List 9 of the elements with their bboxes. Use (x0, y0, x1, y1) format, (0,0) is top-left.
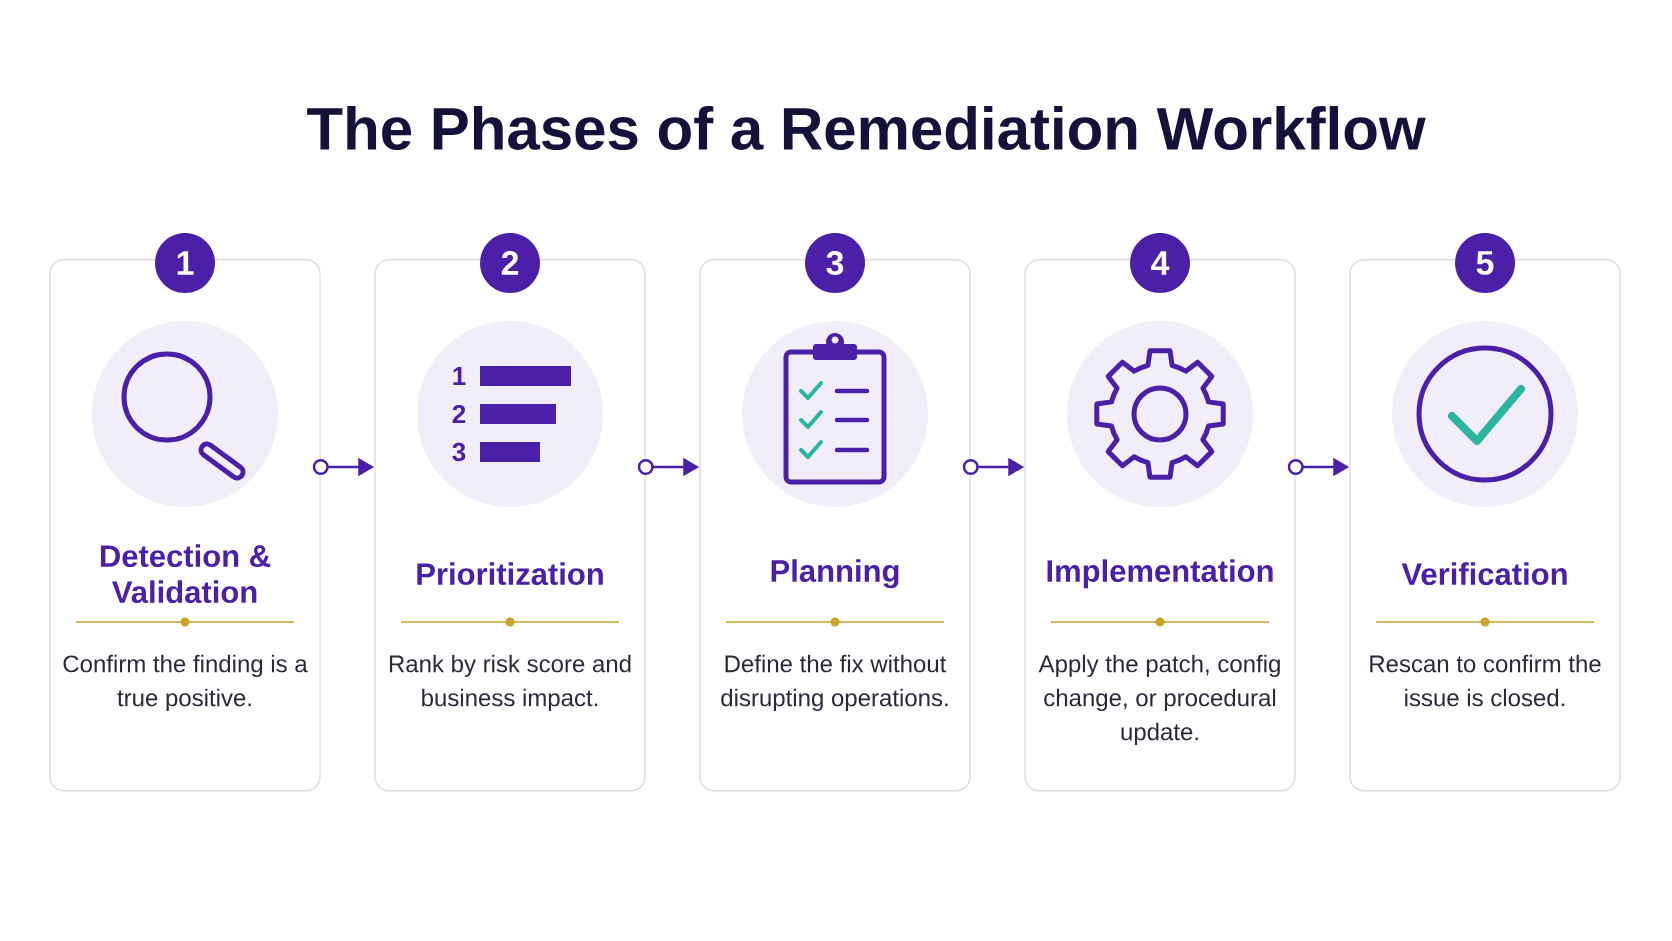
title: The Phases of a Remediation Workflow (307, 105, 1426, 150)
step-number-badge: 4 (1130, 233, 1190, 293)
list-number: 2 (452, 404, 466, 424)
step-number-badge: 1 (155, 233, 215, 293)
list-number: 1 (453, 367, 466, 385)
list-number: 3 (452, 442, 466, 462)
step-number-badge: 3 (805, 233, 865, 293)
step-number-badge: 2 (480, 233, 540, 293)
step-number-badge: 5 (1455, 233, 1515, 293)
